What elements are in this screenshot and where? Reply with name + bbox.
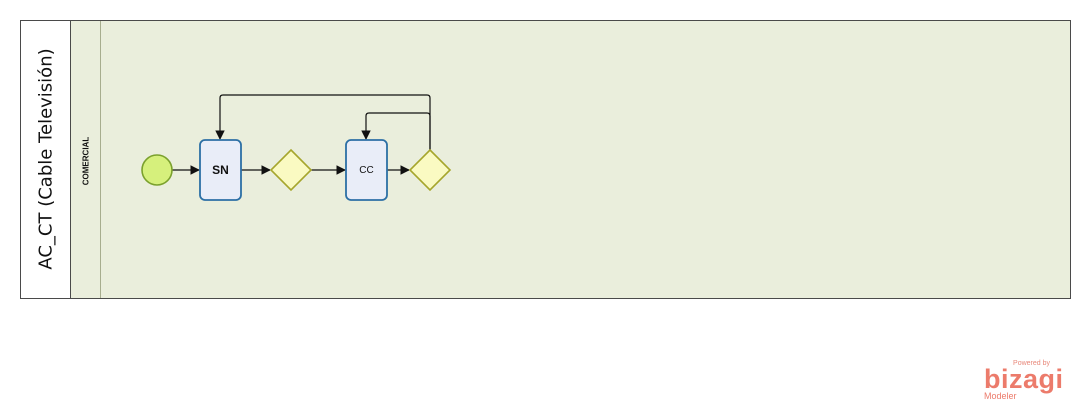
- lane-comercial: COMERCIAL: [71, 21, 1070, 298]
- start-event[interactable]: [141, 154, 173, 186]
- task-sn[interactable]: SN: [199, 139, 242, 201]
- modeler-text: Modeler: [984, 391, 1017, 401]
- pool: AC_CT (Cable Televisión) COMERCIAL: [20, 20, 1071, 299]
- flow-gateway2-loop-to-cc: [361, 112, 431, 150]
- pool-header: AC_CT (Cable Televisión): [21, 21, 71, 298]
- exclusive-gateway-1[interactable]: [269, 148, 313, 192]
- bizagi-wordmark: bizagi: [984, 364, 1064, 394]
- task-cc[interactable]: CC: [345, 139, 388, 201]
- lane-header: COMERCIAL: [71, 21, 101, 298]
- powered-by-text: Powered by: [1013, 360, 1050, 367]
- bizagi-logo: Powered by bizagi Modeler: [982, 360, 1072, 404]
- flow-gateway2-loop-to-sn: [215, 94, 431, 150]
- exclusive-gateway-2[interactable]: [408, 148, 452, 192]
- task-sn-label: SN: [212, 163, 229, 177]
- task-cc-label: CC: [359, 165, 373, 176]
